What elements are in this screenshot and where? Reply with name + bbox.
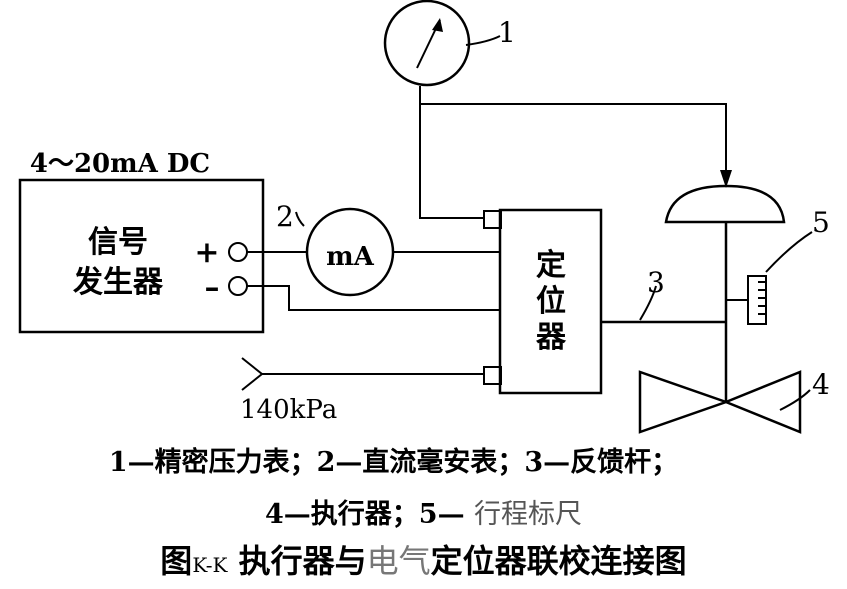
figure-title-part2: 定位器联校连接图 xyxy=(430,542,687,580)
legend-line-1: 1—精密压力表；2—直流毫安表；3—反馈杆； xyxy=(0,440,817,479)
pressure-gauge xyxy=(383,0,471,87)
figure-title-part1: 执行器与 xyxy=(227,542,367,580)
valve-body-right xyxy=(722,370,802,434)
leader-line-3 xyxy=(639,285,657,321)
output-pressure-line xyxy=(420,103,727,172)
negative-terminal xyxy=(228,276,248,296)
signal-generator-label-line2: 发生器 xyxy=(72,265,164,300)
air-supply-label: 140kPa xyxy=(240,395,337,425)
figure-title: 图K-K 执行器与电气定位器联校连接图 xyxy=(0,536,847,582)
plus-sign: + xyxy=(194,235,219,270)
actuator-diaphragm xyxy=(664,184,786,224)
travel-scale-ticks xyxy=(758,281,766,315)
minus-sign: – xyxy=(205,270,220,305)
positioner-port-bottom xyxy=(483,366,502,385)
signal-range-label: 4～20mA DC xyxy=(30,149,210,179)
callout-5: 5 xyxy=(812,206,830,239)
leader-line-1 xyxy=(465,35,501,46)
leader-line-4 xyxy=(779,389,811,411)
figure-title-tag: K-K xyxy=(192,553,228,577)
positioner-label-2: 位 xyxy=(536,284,566,319)
callout-4: 4 xyxy=(812,368,830,401)
leader-line-5 xyxy=(765,231,813,273)
positioner-label-1: 定 xyxy=(536,248,566,283)
legend-line-2-text: 4—执行器；5— xyxy=(265,499,474,530)
legend-line-1-text: 1—精密压力表；2—直流毫安表；3—反馈杆； xyxy=(108,447,679,478)
leader-line-2 xyxy=(295,211,305,227)
callout-2: 2 xyxy=(276,200,294,233)
wire-minus-to-positioner xyxy=(247,285,500,311)
callout-3: 3 xyxy=(647,266,665,299)
gauge-to-positioner-line xyxy=(419,86,484,219)
positioner-box xyxy=(498,208,603,395)
actuator-input-arrow xyxy=(720,170,732,188)
air-supply-inlet xyxy=(241,357,264,391)
figure-title-prefix: 图 xyxy=(160,542,193,580)
callout-1: 1 xyxy=(498,16,516,49)
positioner-label-3: 器 xyxy=(535,320,567,355)
pressure-gauge-needle-tip xyxy=(432,18,443,32)
signal-generator-label-line1: 信号 xyxy=(88,225,148,260)
legend-line-2: 4—执行器；5— 行程标尺 xyxy=(0,492,847,531)
travel-scale xyxy=(747,275,767,325)
positive-terminal xyxy=(228,242,248,262)
milliammeter-label: mA xyxy=(326,242,375,272)
figure-title-light: 电气 xyxy=(366,542,431,580)
pressure-gauge-dial xyxy=(383,0,471,87)
legend-line-2-scale: 行程标尺 xyxy=(473,499,582,530)
signal-generator-box xyxy=(18,178,265,334)
valve-body-left xyxy=(638,370,730,434)
positioner-port-top xyxy=(483,210,502,229)
